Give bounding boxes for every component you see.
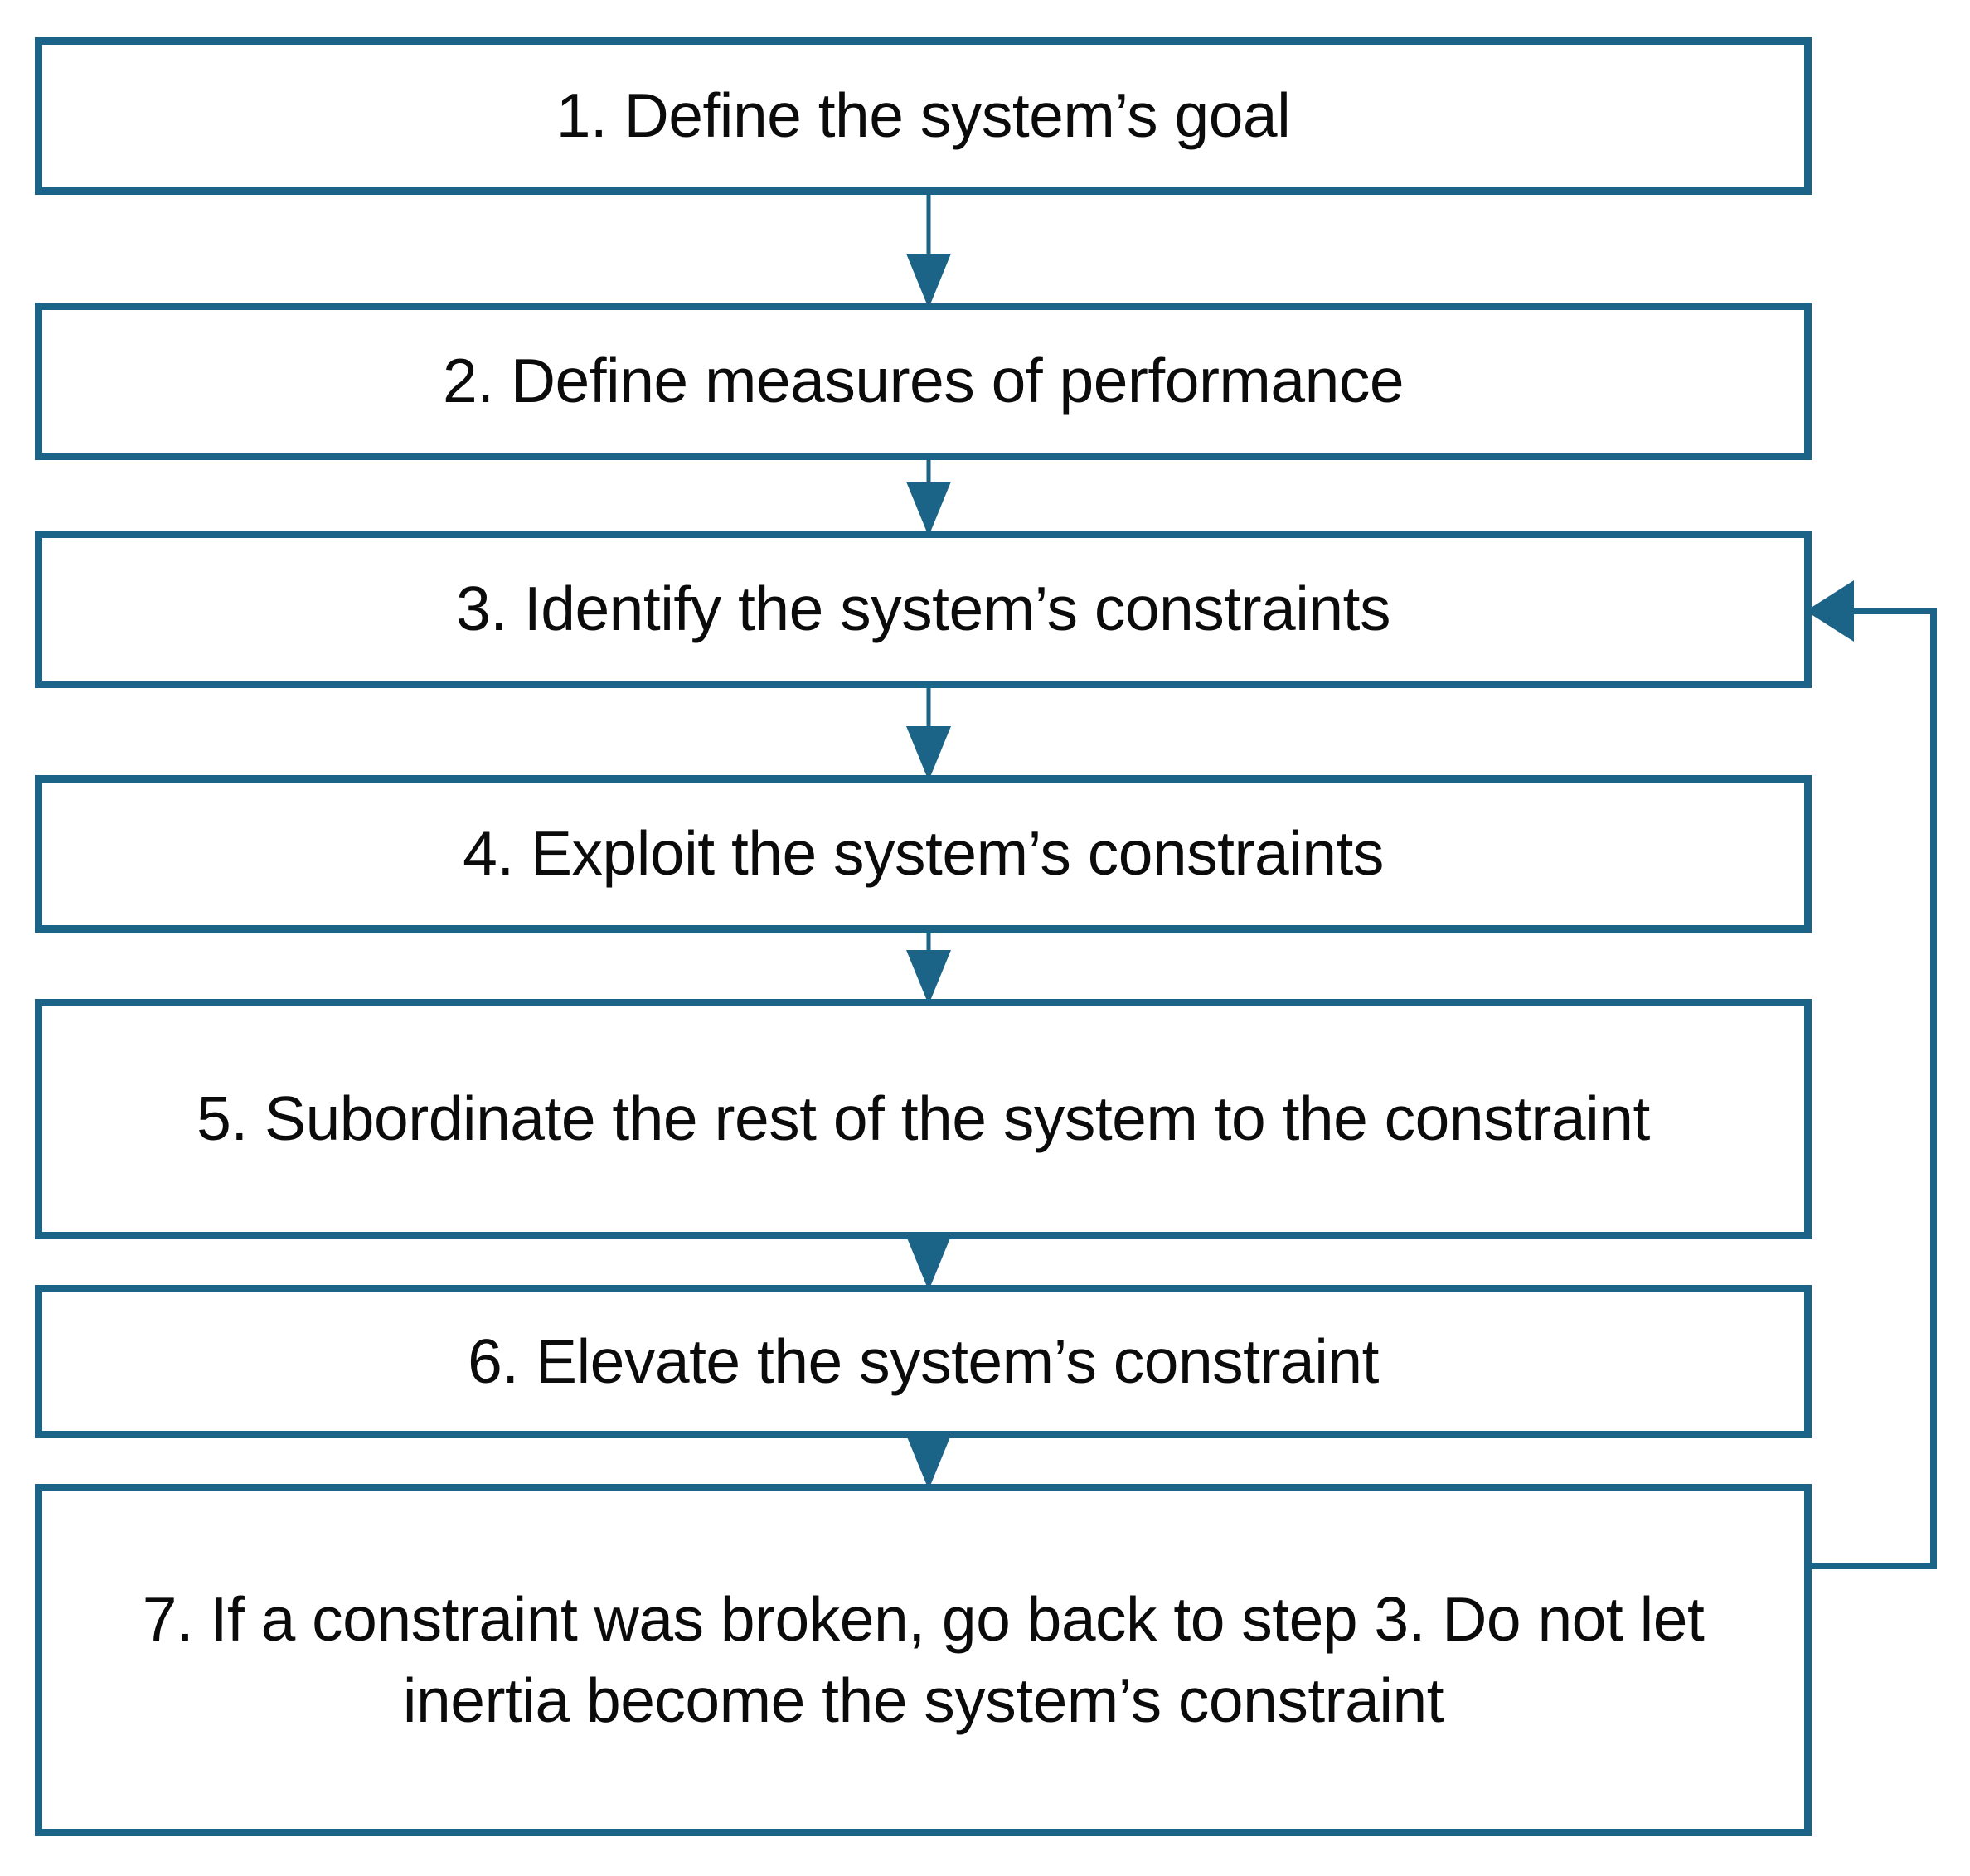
feedback-loop-bottom-segment [1804,1563,1937,1569]
connector-line [926,686,931,730]
feedback-loop-right-segment [1930,608,1937,1568]
flow-step-1-label: 1. Define the system’s goal [556,80,1291,151]
arrow-down-icon [906,1236,951,1291]
arrow-down-icon [906,726,951,781]
flow-step-7[interactable]: 7. If a constraint was broken, go back t… [35,1484,1812,1836]
connector-line [926,930,931,953]
flow-step-3-label: 3. Identify the system’s constraints [456,574,1390,644]
flow-step-3[interactable]: 3. Identify the system’s constraints [35,531,1812,688]
flow-step-2[interactable]: 2. Define measures of performance [35,303,1812,460]
arrow-down-icon [906,950,951,1005]
connector-step4-to-step5 [906,930,951,1005]
arrow-down-icon [906,254,951,308]
connector-line [926,458,931,485]
connector-step3-to-step4 [906,686,951,781]
flow-step-5[interactable]: 5. Subordinate the rest of the system to… [35,999,1812,1239]
arrow-down-icon [906,482,951,536]
flow-step-4-label: 4. Exploit the system’s constraints [463,818,1384,889]
connector-line [926,192,931,257]
arrow-down-icon [906,1435,951,1490]
flow-step-6-label: 6. Elevate the system’s constraint [468,1326,1379,1396]
connector-step2-to-step3 [906,458,951,536]
flow-step-6[interactable]: 6. Elevate the system’s constraint [35,1285,1812,1438]
flow-step-4[interactable]: 4. Exploit the system’s constraints [35,775,1812,933]
flow-step-1[interactable]: 1. Define the system’s goal [35,37,1812,195]
feedback-loop-top-segment [1851,608,1937,614]
flow-step-5-label: 5. Subordinate the rest of the system to… [197,1083,1650,1154]
connector-step1-to-step2 [906,192,951,308]
arrow-left-icon [1806,580,1854,642]
flow-step-2-label: 2. Define measures of performance [442,346,1405,416]
flow-step-7-label: 7. If a constraint was broken, go back t… [142,1584,1705,1735]
